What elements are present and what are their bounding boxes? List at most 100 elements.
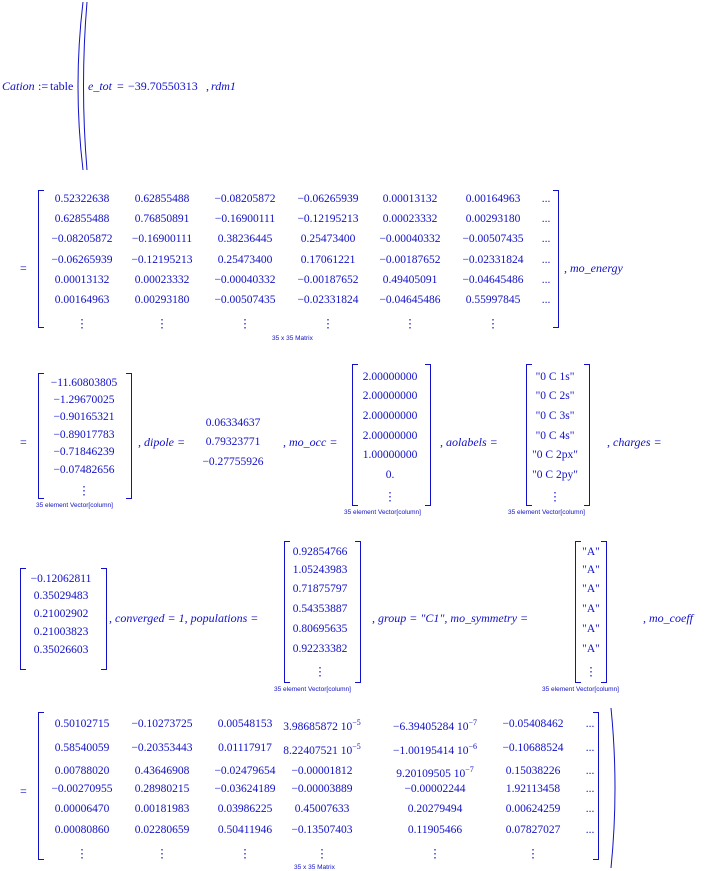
mo-coeff-mantissa: −0.10273725 [131,718,193,730]
charges-item: 0.35029483 [33,590,89,602]
mo-coeff-exponent: −7 [465,765,474,774]
mo-energy-item: −1.29670025 [53,394,115,406]
mo-coeff-cell: ⋮ [316,846,328,860]
mo-coeff-mantissa: 0.28980215 [134,783,190,795]
mo-coeff-cell: −1.00195414 10−6 [393,742,477,757]
mo-coeff-cell: ... [586,765,595,777]
mo-energy-item: −0.07482656 [53,464,115,476]
mo-coeff-exponent: −6 [468,742,478,751]
rdm1-cell: −0.12195213 [131,254,193,266]
mo-coeff-mantissa: ⋮ [429,848,441,860]
mo-coeff-mantissa: −1.00195414 10 [392,744,469,757]
mo-coeff-mantissa: ... [585,783,595,795]
mo-coeff-cell: 1.92113458 [506,783,560,795]
rdm1-cell: −0.00187652 [297,274,359,286]
rdm1-cell: −0.06265939 [297,193,359,205]
cation-name: Cation [2,79,35,93]
rdm1-cell: 0.76850891 [134,213,190,225]
mo-coeff-mantissa: 0.00080860 [54,824,110,836]
mo-coeff-exponent: −5 [352,742,361,751]
mo-coeff-cell: ⋮ [239,846,251,860]
rdm1-cell: −0.00187652 [379,254,441,266]
mo-coeff-cell: 0.28980215 [135,783,190,795]
mo-symmetry-item: "A" [582,583,600,595]
mo-coeff-cell: ... [586,803,595,815]
mo-coeff-cell: 0.20279494 [408,803,463,815]
mo-coeff-cell: −0.03624189 [214,783,275,795]
mo-coeff-mantissa: 0.01117917 [218,742,272,754]
e-tot-eq: = [117,79,124,93]
rdm1-cell: ⋮ [76,318,88,330]
rdm1-cell: −0.02331824 [297,294,359,306]
mo-coeff-cell: ⋮ [76,846,88,860]
mo-coeff-cell: 3.98685872 10−5 [283,718,361,733]
mo-coeff-mantissa: 0.00788020 [54,765,110,777]
populations-item: 0.92233382 [292,643,348,655]
mo-coeff-cell: ... [586,742,595,754]
mo-coeff-mantissa: ... [585,765,595,777]
mo-occ-item: 2.00000000 [362,430,418,442]
rdm1-cell: 0.00164963 [54,294,110,306]
mo-coeff-cell: −0.00001812 [291,765,352,777]
mo-coeff-exponent: −7 [468,718,478,727]
mo-coeff-cell: −0.02479654 [214,765,275,777]
outer-close-paren [610,707,616,869]
mo-coeff-cell: 9.20109505 10−7 [396,765,474,780]
mo-coeff-mantissa: 0.50102715 [54,718,110,730]
populations-caption: 35 element Vector[column] [274,686,351,693]
mo-symmetry-right-bracket [601,541,607,683]
rdm1-cell: −0.08205872 [51,233,113,245]
charges-item: 0.21002902 [33,608,89,620]
table-function: table [50,79,74,93]
mo-coeff-mantissa: 0.58540059 [54,742,110,754]
mo-occ-left-bracket [352,364,358,506]
mo-coeff-mantissa: 0.00624259 [505,803,561,815]
mo-coeff-mantissa: −0.13507403 [291,824,353,836]
mo-coeff-cell: ⋮ [429,846,441,860]
rdm1-cell: 0.00164963 [465,193,521,205]
rdm1-caption: 35 x 35 Matrix [272,335,313,342]
dipole-item: −0.27755926 [202,456,264,468]
mo-coeff-cell: 0.02280659 [135,824,190,836]
mo-coeff-mantissa: −0.02479654 [214,765,276,777]
mo-coeff-cell: 0.00624259 [506,803,561,815]
mo-coeff-cell: 8.22407521 10−5 [283,742,361,757]
group-label: , group = "C1", mo_symmetry = [372,611,529,625]
rdm1-cell: 0.55997845 [465,294,521,306]
rdm1-cell: 0.25473400 [217,254,273,266]
mo-occ-item: 0. [385,469,395,481]
mo-occ-label: , mo_occ = [283,435,338,449]
populations-item: 0.71875797 [292,583,348,595]
mo-coeff-cell: 0.15038226 [506,765,561,777]
mo-coeff-cell: −0.10688524 [502,742,563,754]
mo-symmetry-item: "A" [582,564,600,576]
aolabels-item: "0 C 2py" [532,469,578,481]
mo-coeff-mantissa: −0.03624189 [214,783,276,795]
rdm1-cell: ⋮ [156,318,168,330]
aolabels-label: , aolabels = [440,435,498,449]
rdm1-cell: −0.12195213 [297,213,359,225]
mo-coeff-cell: 0.43646908 [135,765,190,777]
rdm1-cell: 0.00013132 [382,193,438,205]
mo-symmetry-item: "A" [582,623,600,635]
mo-coeff-cell: 0.00548153 [218,718,273,730]
mo-coeff-exponent: −5 [352,718,361,727]
mo-coeff-eq: = [20,784,27,798]
mo-energy-right-bracket [126,373,132,499]
mo-occ-item: 2.00000000 [362,371,418,383]
mo-coeff-mantissa: −0.10688524 [502,742,564,754]
mo-coeff-cell: −0.13507403 [291,824,352,836]
aolabels-item: "0 C 4s" [535,430,575,442]
mo-coeff-mantissa: 9.20109505 10 [396,767,466,780]
mo-symmetry-left-bracket [575,541,581,683]
populations-right-bracket [355,541,361,683]
mo-symmetry-item: "A" [582,546,600,558]
rdm1-cell: 0.62855488 [134,193,190,205]
mo-coeff-cell: −0.20353443 [131,742,192,754]
mo-coeff-mantissa: ... [585,718,595,730]
aolabels-item: "0 C 1s" [535,371,575,383]
rdm1-cell: ⋮ [239,318,251,330]
mo-coeff-mantissa: −0.05408462 [502,718,564,730]
mo-coeff-mantissa: 0.03986225 [217,803,273,815]
mo-occ-item: 2.00000000 [362,390,418,402]
